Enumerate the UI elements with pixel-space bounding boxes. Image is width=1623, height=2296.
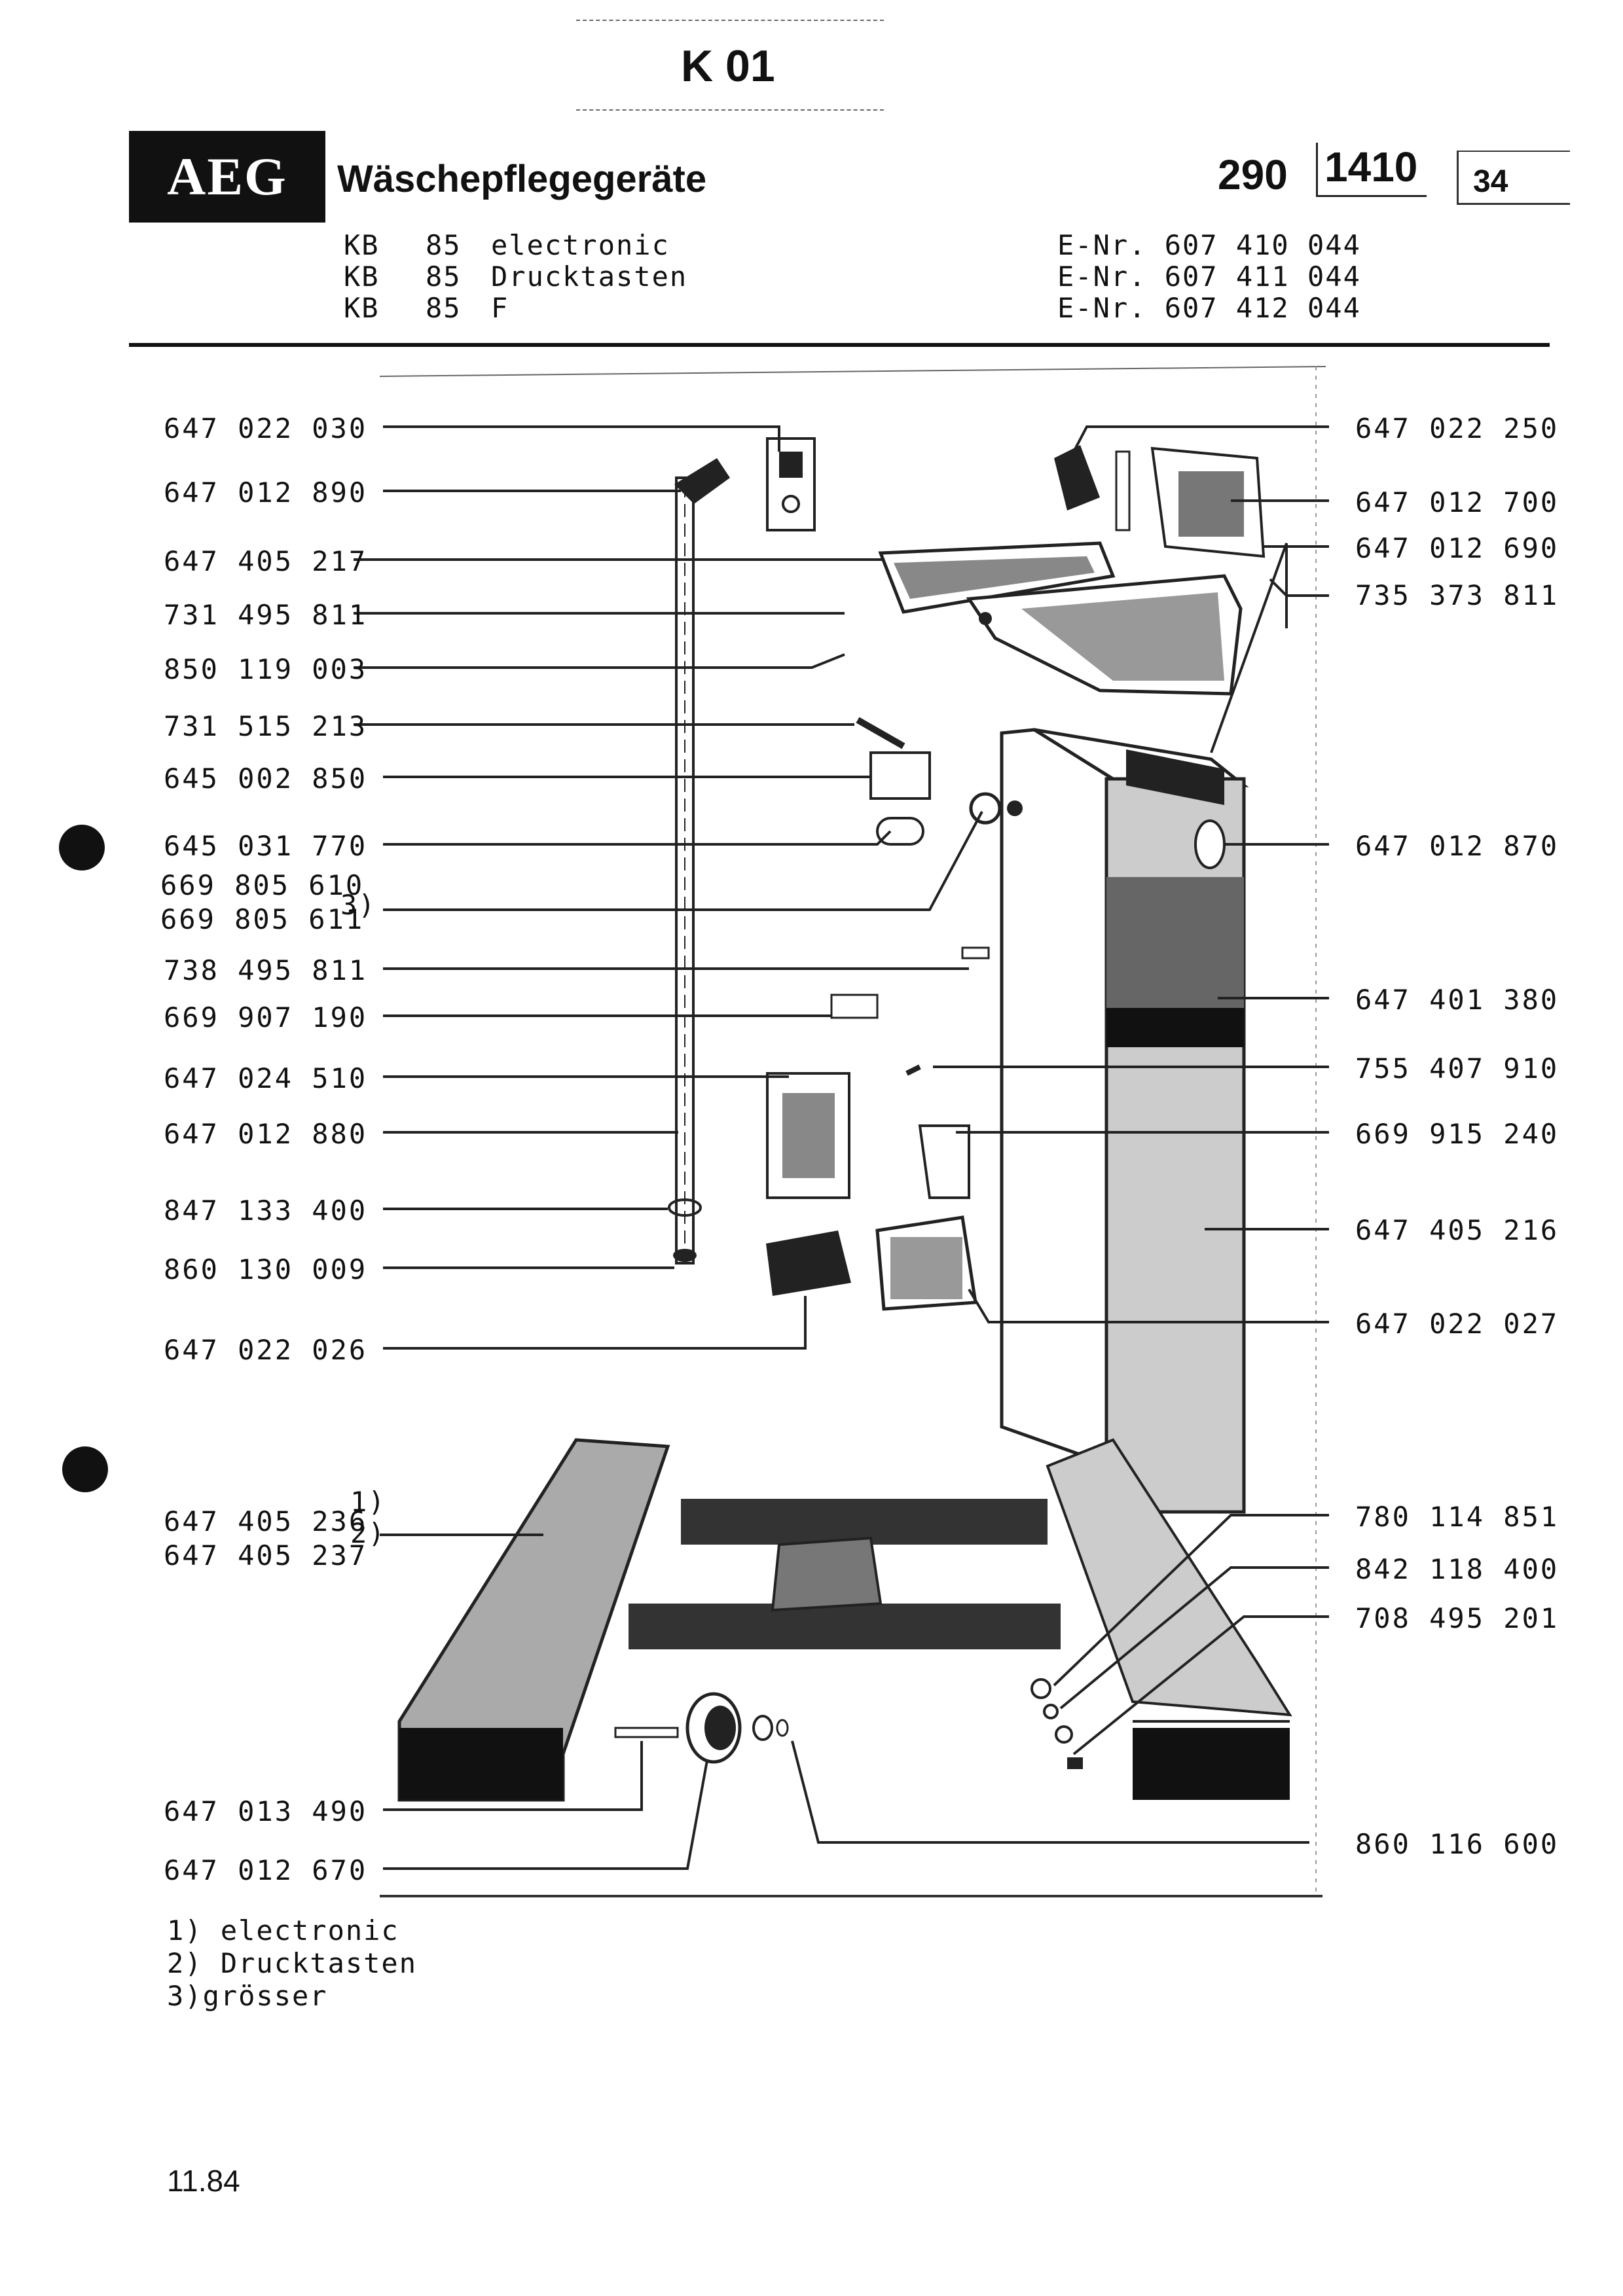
part-number-left: 669 805 610 [160,869,365,901]
model-variant: Drucktasten [491,260,688,293]
model-type: KB [344,292,380,324]
model-variant: electronic [491,229,670,261]
part-number-right: 860 116 600 [1355,1828,1559,1860]
page-title: Wäschepflegegeräte [337,158,707,200]
doc-number: 290 [1218,151,1288,198]
doc-subnumber: 1410 [1316,143,1427,197]
footnote-marker: 1) [350,1486,386,1518]
revision-date: 11.84 [167,2164,240,2198]
part-number-left: 850 119 003 [164,653,368,685]
section-code-frame [576,20,884,111]
small-hardware-parts [766,717,1023,1199]
part-number-right: 647 012 700 [1355,486,1559,518]
part-number-left: 647 012 670 [164,1854,368,1886]
part-number-right: 669 915 240 [1355,1118,1559,1150]
model-enr: E-Nr. 607 411 044 [1057,260,1361,293]
diagram-bottom-rule [380,1895,1322,1897]
part-number-left: 738 495 811 [164,954,368,986]
stand-rod [668,458,730,1265]
part-number-left: 647 012 890 [164,476,368,509]
wheel-assembly [614,1692,789,1764]
header-rule [129,343,1550,347]
part-number-left: 647 013 490 [164,1795,368,1827]
part-number-right: 735 373 811 [1355,579,1559,611]
model-size: 85 [426,292,462,324]
base-frame [397,1438,1292,1802]
bottom-screws [1030,1678,1083,1769]
part-number-right: 755 407 910 [1355,1052,1559,1085]
top-clip-part [766,437,816,531]
section-code: K 01 [681,41,775,91]
model-type: KB [344,229,380,261]
left-leader-lines [354,425,1309,1870]
part-number-left: 647 022 030 [164,412,368,444]
right-leader-lines [933,425,1329,1755]
part-number-left: 647 022 026 [164,1334,368,1366]
footnote: 3)grösser [167,1980,328,2012]
clamp-blocks [766,1215,977,1311]
part-number-left: 645 031 770 [164,830,368,862]
model-enr: E-Nr. 607 412 044 [1057,292,1361,324]
part-number-left: 647 024 510 [164,1062,368,1094]
part-number-right: 647 022 250 [1355,412,1559,444]
part-number-right: 780 114 851 [1355,1501,1559,1533]
binder-holes [59,825,108,1492]
part-number-right: 647 405 216 [1355,1214,1559,1246]
part-number-left: 731 495 811 [164,599,368,631]
part-number-right: 647 401 380 [1355,984,1559,1016]
footnote: 1) electronic [167,1914,399,1946]
control-knob-part [1054,445,1266,558]
part-number-left: 847 133 400 [164,1194,368,1227]
model-variant: F [491,292,509,324]
part-number-left: 860 130 009 [164,1253,368,1285]
model-size: 85 [426,229,462,261]
part-number-left: 731 515 213 [164,710,368,742]
model-type: KB [344,260,380,293]
brand-logo: AEG [129,131,325,223]
part-number-left: 647 405 217 [164,545,368,577]
part-number-right: 647 012 870 [1355,830,1559,862]
part-number-left: 669 907 190 [164,1001,368,1033]
footnote: 2) Drucktasten [167,1947,418,1979]
part-number-left: 669 805 611 [160,903,365,935]
part-number-right: 708 495 201 [1355,1602,1559,1634]
part-number-right: 647 012 690 [1355,532,1559,564]
page-number: 34 [1473,164,1508,199]
part-number-right: 647 022 027 [1355,1308,1559,1340]
part-number-left: 645 002 850 [164,762,368,795]
footnote-marker: 3) [340,889,376,921]
model-size: 85 [426,260,462,293]
footnote-marker: 2) [350,1517,386,1549]
part-number-right: 842 118 400 [1355,1553,1559,1585]
page-number-frame [1457,151,1570,205]
part-number-left: 647 405 237 [164,1539,368,1571]
iron-rest-plates [878,541,1243,696]
model-enr: E-Nr. 607 410 044 [1057,229,1361,261]
part-number-left: 647 405 236 [164,1505,368,1537]
main-column-housing [1000,728,1249,1514]
part-number-left: 647 012 880 [164,1118,368,1150]
